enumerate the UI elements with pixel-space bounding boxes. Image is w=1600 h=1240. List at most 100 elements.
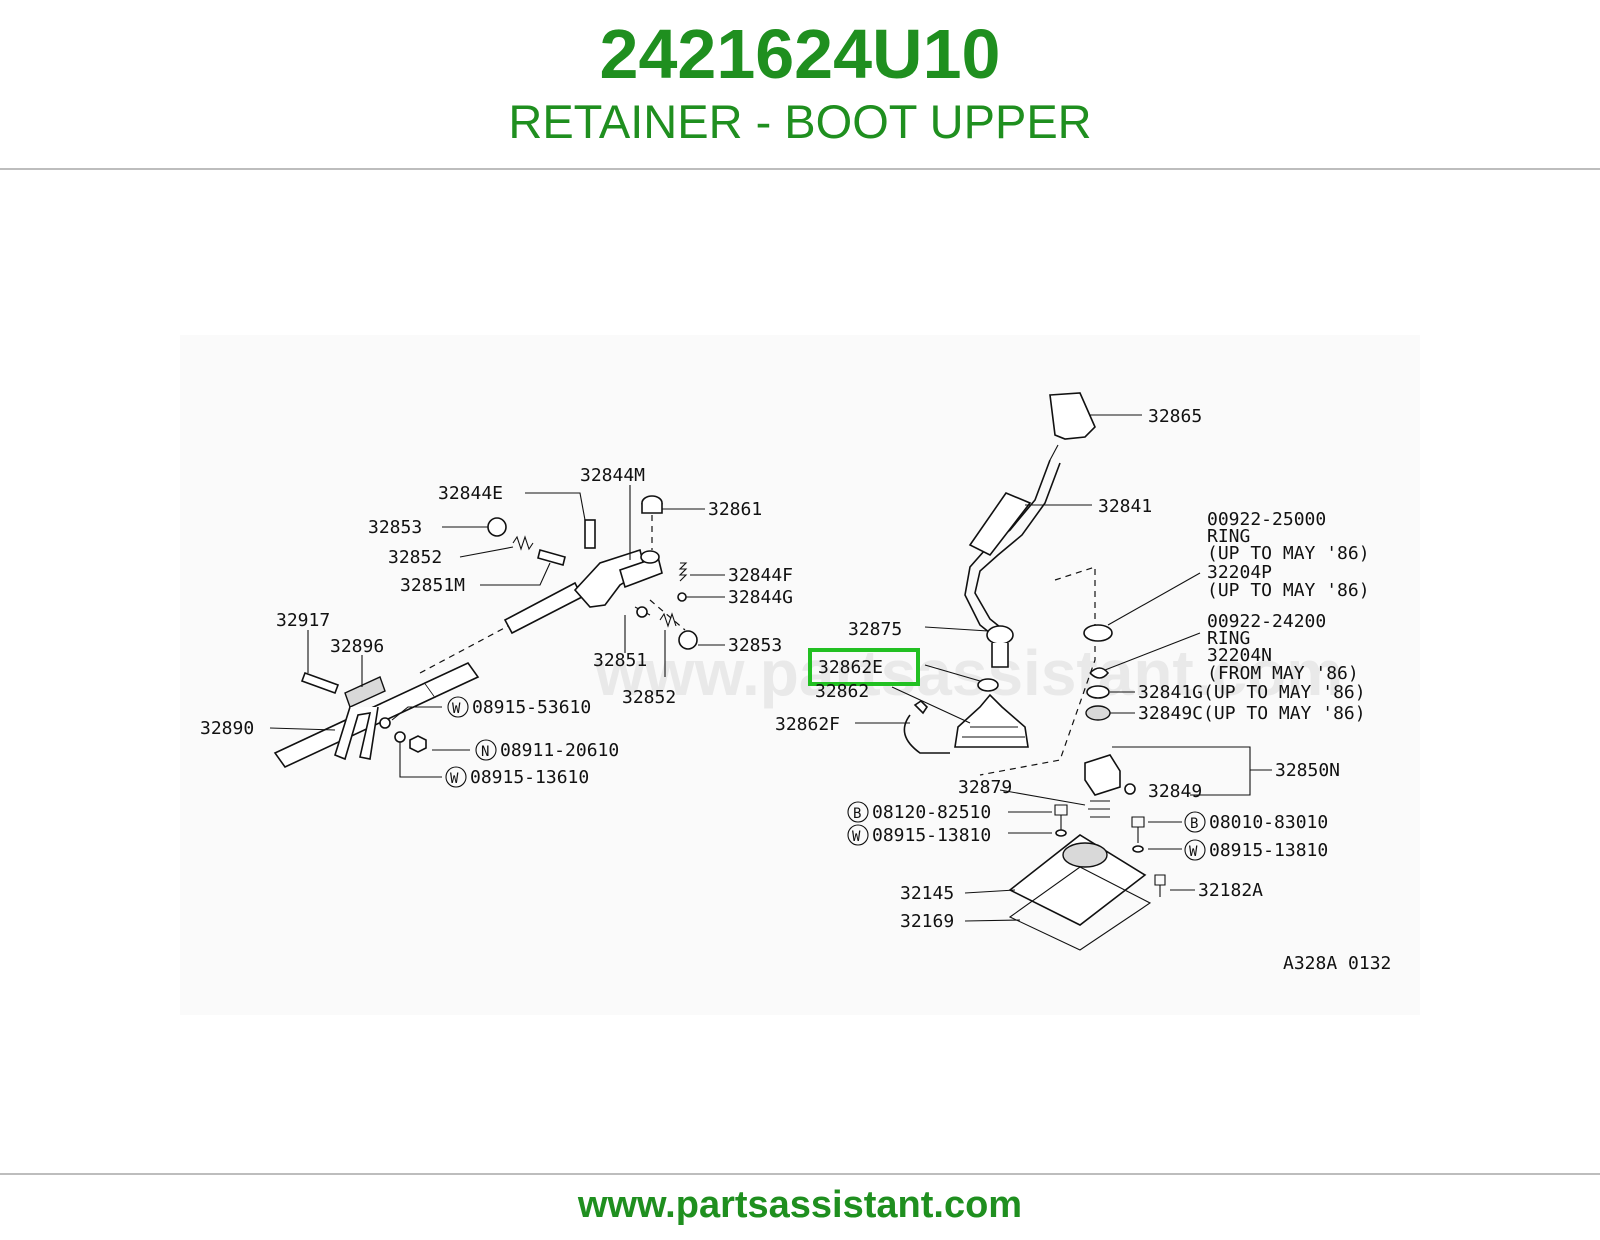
spring-32852	[512, 535, 534, 551]
label-32879: 32879	[958, 777, 1012, 798]
w-circle-icon	[847, 824, 869, 846]
w-circle-icon-4	[445, 766, 467, 788]
w-letter: W	[852, 829, 861, 845]
retainer-boot-upper-32862E	[977, 678, 999, 692]
nut-08911-20610	[409, 735, 427, 753]
label-32844G: 32844G	[728, 587, 793, 608]
arm-eye	[640, 550, 660, 564]
header-divider	[0, 168, 1600, 170]
dashed-guide	[979, 566, 1096, 776]
label-32852-right: 32852	[622, 687, 676, 708]
leader-08915-53610	[391, 706, 442, 721]
label-32841: 32841	[1098, 496, 1152, 517]
label-32853-left: 32853	[368, 517, 422, 538]
band-32862F	[903, 714, 950, 754]
label-32851: 32851	[593, 650, 647, 671]
label-up-to-may-86-a: (UP TO MAY '86)	[1207, 543, 1370, 564]
spring-32879	[1088, 800, 1110, 818]
washer-08915-13810-right	[1132, 845, 1144, 853]
yoke	[334, 706, 379, 761]
shift-lever-assembly	[903, 392, 1166, 951]
label-32849C: 32849C(UP TO MAY '86)	[1138, 703, 1366, 724]
leader-32204P	[1107, 572, 1201, 626]
label-32862: 32862	[815, 681, 869, 702]
b-circle-icon	[847, 801, 869, 823]
screw-32849	[1124, 783, 1136, 795]
leader-32204N	[1104, 632, 1201, 671]
leader-32844E	[525, 492, 586, 521]
label-32844M: 32844M	[580, 465, 645, 486]
leader-32862	[891, 686, 971, 724]
label-32853-right: 32853	[728, 635, 782, 656]
socket-32850N	[1084, 754, 1121, 796]
w-letter-3: W	[452, 701, 461, 717]
label-00922-24200: 00922-24200	[1207, 611, 1326, 632]
exploded-view-svg: www.partsassistant.com	[180, 335, 1420, 1015]
label-08915-13810-right: 08915-13810	[1209, 840, 1328, 861]
label-32896: 32896	[330, 636, 384, 657]
part-number-title: 2421624U10	[599, 15, 1001, 93]
leader-32879	[999, 789, 1086, 806]
leader-32851M	[480, 562, 551, 586]
highlight-box-32862E	[808, 648, 920, 686]
ball-32875	[986, 625, 1014, 645]
washer-08915-53610	[379, 717, 391, 729]
label-32850N: 32850N	[1275, 760, 1340, 781]
knob-stem	[1049, 444, 1059, 461]
footer-divider	[0, 1173, 1600, 1175]
label-32862F: 32862F	[775, 714, 840, 735]
spring-32844F	[678, 562, 688, 582]
bushing-32849C	[1085, 705, 1111, 721]
linkage-assembly	[273, 495, 698, 769]
label-32865: 32865	[1148, 406, 1202, 427]
bolt-08010-83010	[1131, 816, 1145, 843]
label-08915-13610: 08915-13610	[470, 767, 589, 788]
spring-32852-right	[659, 612, 677, 628]
label-32862E: 32862E	[818, 657, 883, 678]
w-circle-icon-2	[1184, 839, 1206, 861]
diagram-background	[180, 335, 1420, 1015]
leader-lines	[269, 414, 1272, 922]
washer-08915-13810-left	[1055, 829, 1067, 837]
label-32890: 32890	[200, 718, 254, 739]
leader-08915-13610	[399, 742, 442, 778]
label-32182A: 32182A	[1198, 880, 1263, 901]
ring-00922-25000	[1083, 624, 1113, 642]
nut-32853-right	[678, 630, 698, 650]
rod-end	[424, 661, 480, 698]
dashed-rod-path	[419, 624, 511, 674]
label-08911-20610: 08911-20610	[500, 740, 619, 761]
label-from-may-86: (FROM MAY '86)	[1207, 663, 1359, 684]
w-letter-2: W	[1189, 844, 1198, 860]
dash-detent	[649, 599, 686, 631]
boot-ribs	[962, 726, 1025, 738]
label-08010-83010: 08010-83010	[1209, 812, 1328, 833]
w-letter-4: W	[450, 771, 459, 787]
b-letter: B	[853, 806, 861, 822]
label-32852-left: 32852	[388, 547, 442, 568]
leader-32890	[269, 727, 336, 731]
ball-shaft	[991, 643, 1009, 668]
b-circle-icon-2	[1184, 811, 1206, 833]
label-32861: 32861	[708, 499, 762, 520]
ring-00922-24200	[1089, 667, 1110, 679]
label-32844F: 32844F	[728, 565, 793, 586]
gasket-32169	[1008, 866, 1152, 951]
label-up-to-may-86-b: (UP TO MAY '86)	[1207, 580, 1370, 601]
bolt-08120-82510	[1054, 804, 1068, 830]
label-32841G: 32841G(UP TO MAY '86)	[1138, 682, 1366, 703]
label-08915-13810-left: 08915-13810	[872, 825, 991, 846]
label-32844E: 32844E	[438, 483, 503, 504]
leader-32169	[964, 919, 1021, 922]
label-08120-82510: 08120-82510	[872, 802, 991, 823]
watermark: www.partsassistant.com	[594, 637, 1343, 709]
bushing-32896	[344, 676, 386, 708]
part-name-subtitle: RETAINER - BOOT UPPER	[508, 95, 1092, 148]
bolt-32182A	[1154, 874, 1166, 897]
figure-code: A328A 0132	[1283, 953, 1391, 974]
nut-32853	[487, 517, 507, 537]
label-00922-25000: 00922-25000	[1207, 509, 1326, 530]
bolt-32851M	[537, 549, 566, 566]
footer-website-link[interactable]: www.partsassistant.com	[577, 1184, 1023, 1226]
washer-08915-13610	[394, 731, 406, 743]
